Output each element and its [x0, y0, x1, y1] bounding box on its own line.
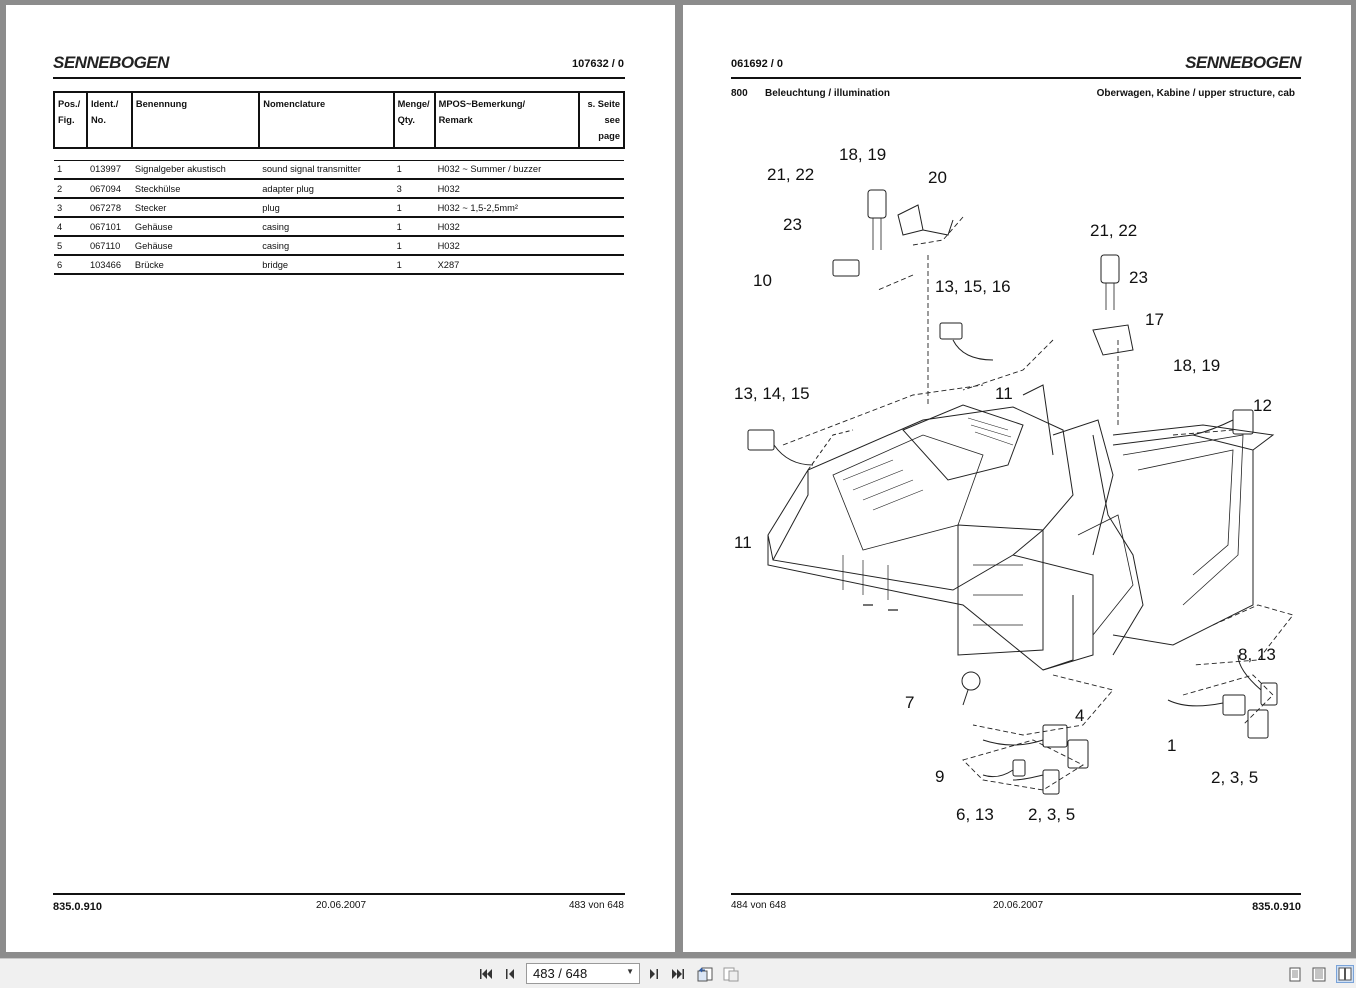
- exploded-view-drawing: [747, 189, 1294, 795]
- callout-label: 2, 3, 5: [1211, 768, 1259, 787]
- callout-label: 11: [734, 533, 752, 552]
- single-page-view-icon[interactable]: [1286, 965, 1304, 983]
- header-pos: Pos./Fig.: [53, 91, 88, 149]
- next-page-icon[interactable]: [645, 965, 663, 983]
- header-nomenclature: Nomenclature: [258, 91, 395, 149]
- doc-number: 107632 / 0: [572, 58, 624, 70]
- group-code: 800: [731, 88, 748, 99]
- callout-label: 12: [1253, 396, 1272, 415]
- footer-date: 20.06.2007: [316, 900, 367, 911]
- sennebogen-logo: SENNEBOGEN: [1185, 53, 1301, 72]
- history-back-icon[interactable]: [696, 965, 714, 983]
- doc-number: 061692 / 0: [731, 58, 783, 70]
- header-rule: [53, 77, 625, 79]
- first-page-icon[interactable]: [477, 965, 495, 983]
- callout-label: 23: [783, 215, 802, 234]
- callout-label: 13, 15, 16: [935, 277, 1011, 296]
- callout-label: 18, 19: [839, 145, 887, 164]
- footer-page: 483 von 648: [568, 900, 624, 911]
- footer-rule: [53, 893, 625, 895]
- callout-label: 13, 14, 15: [734, 384, 810, 403]
- callout-label: 7: [905, 693, 915, 712]
- navigation-toolbar: 483 / 648 ▼: [0, 958, 1356, 988]
- section-title: Oberwagen, Kabine / upper structure, cab: [1096, 88, 1295, 99]
- callout-label: 1: [1167, 736, 1177, 755]
- header-ident: Ident./No.: [85, 91, 133, 149]
- callout-label: 9: [935, 767, 945, 786]
- two-page-view-icon[interactable]: [1336, 965, 1354, 983]
- group-title: Beleuchtung / illumination: [765, 88, 890, 99]
- page-number-input[interactable]: 483 / 648 ▼: [526, 963, 640, 984]
- callout-label: 17: [1145, 310, 1164, 329]
- callout-label: 21, 22: [767, 165, 815, 184]
- table-row: 6 103466 Brücke bridge 1 X287: [54, 255, 624, 275]
- table-row: 2 067094 Steckhülse adapter plug 3 H032: [54, 179, 624, 199]
- footer-page: 484 von 648: [731, 900, 787, 911]
- table-row: 1 013997 Signalgeber akustisch sound sig…: [54, 160, 624, 180]
- callout-label: 20: [928, 168, 947, 187]
- right-page: 061692 / 0 SENNEBOGEN 800 Beleuchtung / …: [683, 5, 1351, 952]
- callout-label: 4: [1075, 706, 1085, 725]
- header-remark: MPOS~Bemerkung/Remark: [433, 91, 581, 149]
- table-spacer: [54, 148, 624, 161]
- header-rule: [731, 77, 1301, 79]
- table-header-row: Pos./Fig. Ident./No. Benennung Nomenclat…: [53, 91, 625, 149]
- table-row: 3 067278 Stecker plug 1 H032 ~ 1,5-2,5mm…: [54, 198, 624, 218]
- dashed-leaders: [782, 216, 1294, 791]
- prev-page-icon[interactable]: [501, 965, 519, 983]
- document-viewport[interactable]: SENNEBOGEN 107632 / 0 Pos./Fig. Ident./N…: [0, 0, 1356, 958]
- footer-date: 20.06.2007: [993, 900, 1044, 911]
- chevron-down-icon[interactable]: ▼: [626, 967, 634, 976]
- table-row: 5 067110 Gehäuse casing 1 H032: [54, 236, 624, 256]
- footer-doc: 835.0.910: [53, 901, 102, 913]
- callout-label: 21, 22: [1090, 221, 1138, 240]
- history-forward-icon[interactable]: [722, 965, 740, 983]
- sennebogen-logo: SENNEBOGEN: [53, 53, 169, 72]
- callout-label: 8, 13: [1238, 645, 1276, 664]
- callout-label: 6, 13: [956, 805, 994, 824]
- callout-label: 23: [1129, 268, 1148, 287]
- small-parts: [747, 189, 1278, 795]
- upper-structure-body: [767, 384, 1275, 671]
- callout-label: 11: [995, 384, 1013, 403]
- callout-label: 18, 19: [1173, 356, 1221, 375]
- header-qty: Menge/Qty.: [392, 91, 436, 149]
- footer-doc: 835.0.910: [1252, 901, 1301, 913]
- parts-table: Pos./Fig. Ident./No. Benennung Nomenclat…: [53, 91, 625, 275]
- left-page: SENNEBOGEN 107632 / 0 Pos./Fig. Ident./N…: [6, 5, 675, 952]
- callout-label: 10: [753, 271, 772, 290]
- callout-label: 2, 3, 5: [1028, 805, 1076, 824]
- header-benennung: Benennung: [130, 91, 261, 149]
- table-row: 4 067101 Gehäuse casing 1 H032: [54, 217, 624, 237]
- last-page-icon[interactable]: [669, 965, 687, 983]
- footer-rule: [731, 893, 1301, 895]
- continuous-view-icon[interactable]: [1310, 965, 1328, 983]
